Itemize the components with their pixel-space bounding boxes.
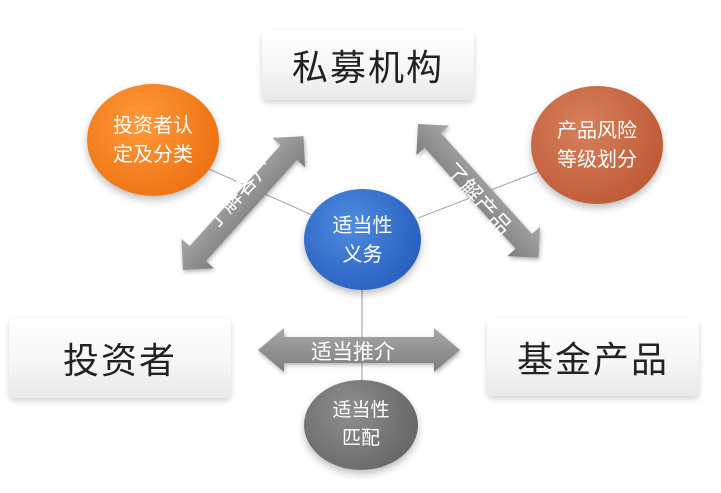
node-label: 私募机构 <box>291 48 444 89</box>
node-private-fund-institution: 私募机构 <box>262 30 474 100</box>
node-investor: 投资者 <box>9 318 231 398</box>
node-label: 投资者 <box>62 341 177 382</box>
node-label: 基金产品 <box>516 340 669 381</box>
circle-suitability-match: 适当性 匹配 <box>304 380 418 470</box>
circle-label: 投资者认 定及分类 <box>113 113 193 166</box>
circle-label: 适当性 匹配 <box>332 399 390 449</box>
node-fund-product: 基金产品 <box>487 318 699 396</box>
circle-risk-grading: 产品风险 等级划分 <box>531 86 663 204</box>
circle-suitability-duty: 适当性 义务 <box>304 189 421 290</box>
arrow-know-customer <box>181 136 306 270</box>
circle-investor-classification: 投资者认 定及分类 <box>87 84 219 196</box>
arrow-know-product <box>416 124 541 258</box>
circle-label: 产品风险 等级划分 <box>557 118 637 171</box>
arrow-label-recommend: 适当推介 <box>311 340 395 364</box>
circle-label: 适当性 义务 <box>332 212 393 266</box>
arrow-recommend <box>258 328 460 372</box>
